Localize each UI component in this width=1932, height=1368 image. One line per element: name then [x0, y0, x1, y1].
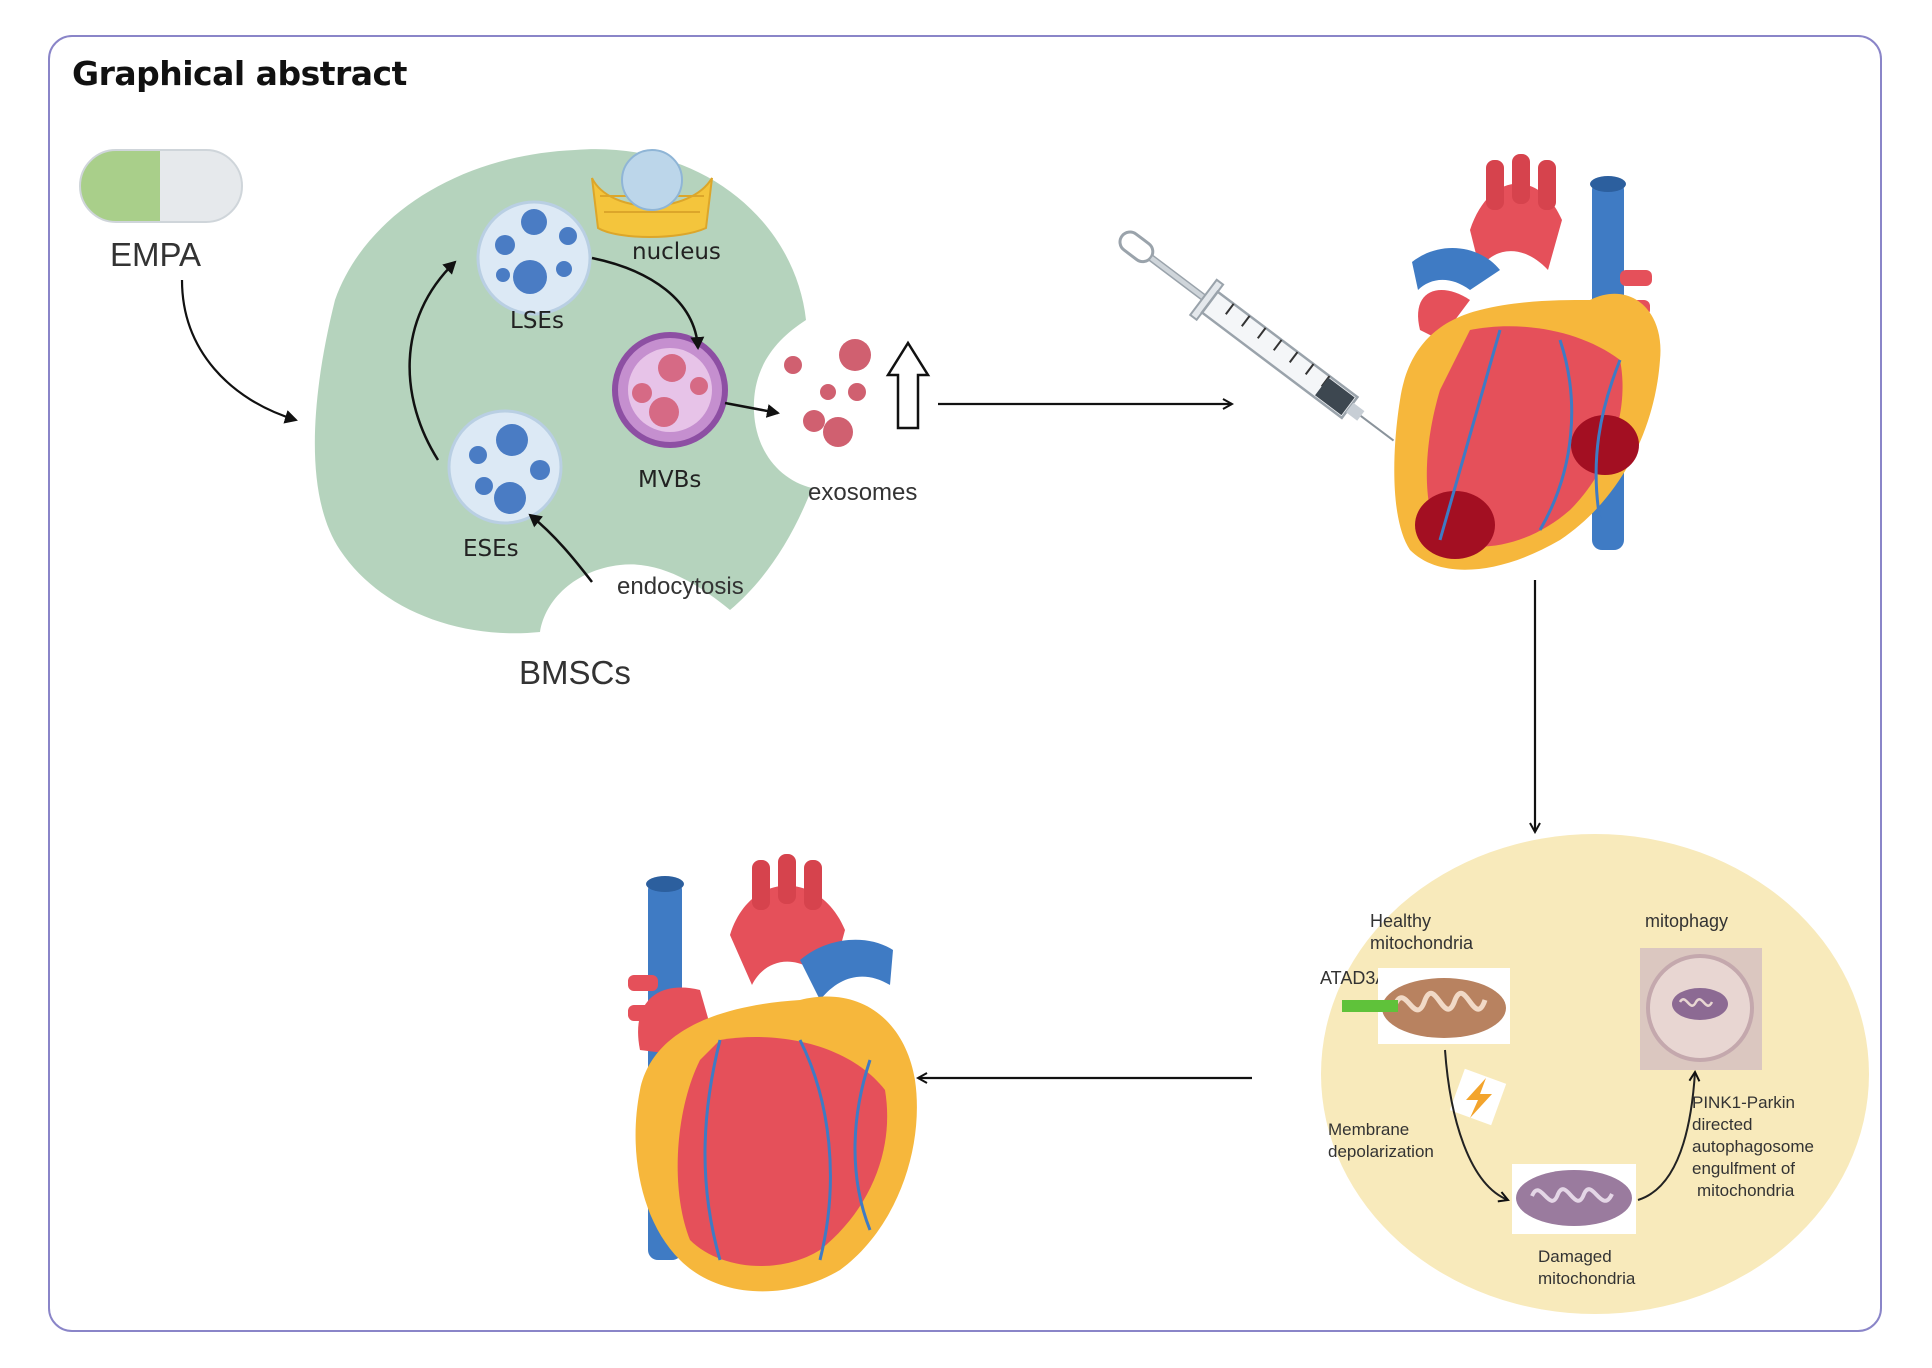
pink-label-2: directed — [1692, 1115, 1752, 1134]
lses-vesicle-icon — [476, 200, 592, 316]
lightning-bolt-icon — [1449, 1068, 1507, 1126]
eses-vesicle-icon — [447, 409, 563, 525]
bmscs-label: BMSCs — [519, 654, 631, 691]
healthy-mito-label-1: Healthy — [1370, 911, 1431, 931]
infarcted-heart-icon — [1394, 154, 1661, 570]
healthy-heart-icon — [628, 854, 917, 1292]
exosome-particles-icon — [784, 339, 871, 447]
endocytosis-arrow — [528, 513, 593, 583]
membrane-label-2: depolarization — [1328, 1142, 1434, 1161]
atad3a-label: ATAD3A — [1320, 968, 1387, 988]
pink-label-5: mitochondria — [1697, 1181, 1795, 1200]
depolarization-arrow — [1444, 1049, 1508, 1200]
nucleus-label: nucleus — [632, 239, 721, 265]
increase-up-arrow-icon — [885, 340, 931, 430]
bmsc-cell-body — [314, 149, 812, 634]
membrane-label-1: Membrane — [1328, 1120, 1409, 1139]
damaged-label-2: mitochondria — [1538, 1269, 1636, 1288]
lses-to-mvbs-arrow — [591, 256, 705, 350]
mvbs-body-icon — [612, 332, 728, 448]
mitochondria-panel — [1321, 834, 1869, 1314]
mvbs-label: MVBs — [638, 467, 701, 493]
engulfment-arrow — [1637, 1072, 1695, 1201]
nucleus-icon — [591, 149, 713, 238]
eses-to-lses-arrow — [408, 260, 457, 461]
damaged-mitochondrion-icon — [1512, 1164, 1636, 1234]
damaged-label-1: Damaged — [1538, 1247, 1612, 1266]
healthy-mitochondrion-icon — [1342, 968, 1510, 1044]
endocytosis-label: endocytosis — [617, 573, 744, 600]
abstract-frame — [48, 35, 1882, 1332]
eses-label: ESEs — [463, 536, 519, 562]
lses-label: LSEs — [510, 308, 564, 334]
exosomes-label: exosomes — [808, 479, 917, 506]
empa-to-cell-arrow — [180, 279, 298, 424]
healthy-mito-label-2: mitochondria — [1370, 933, 1474, 953]
syringe-icon — [1118, 230, 1395, 442]
mvbs-release-arrow — [724, 401, 780, 418]
pink-label-1: PINK1-Parkin — [1692, 1093, 1795, 1112]
pink-label-3: autophagosome — [1692, 1137, 1814, 1156]
mitophagy-label: mitophagy — [1645, 911, 1728, 931]
empa-label: EMPA — [110, 236, 201, 273]
figure-title: Graphical abstract — [72, 54, 407, 93]
autophagosome-icon — [1640, 948, 1762, 1070]
empa-pill-icon — [79, 149, 243, 223]
pink-label-4: engulfment of — [1692, 1159, 1795, 1178]
